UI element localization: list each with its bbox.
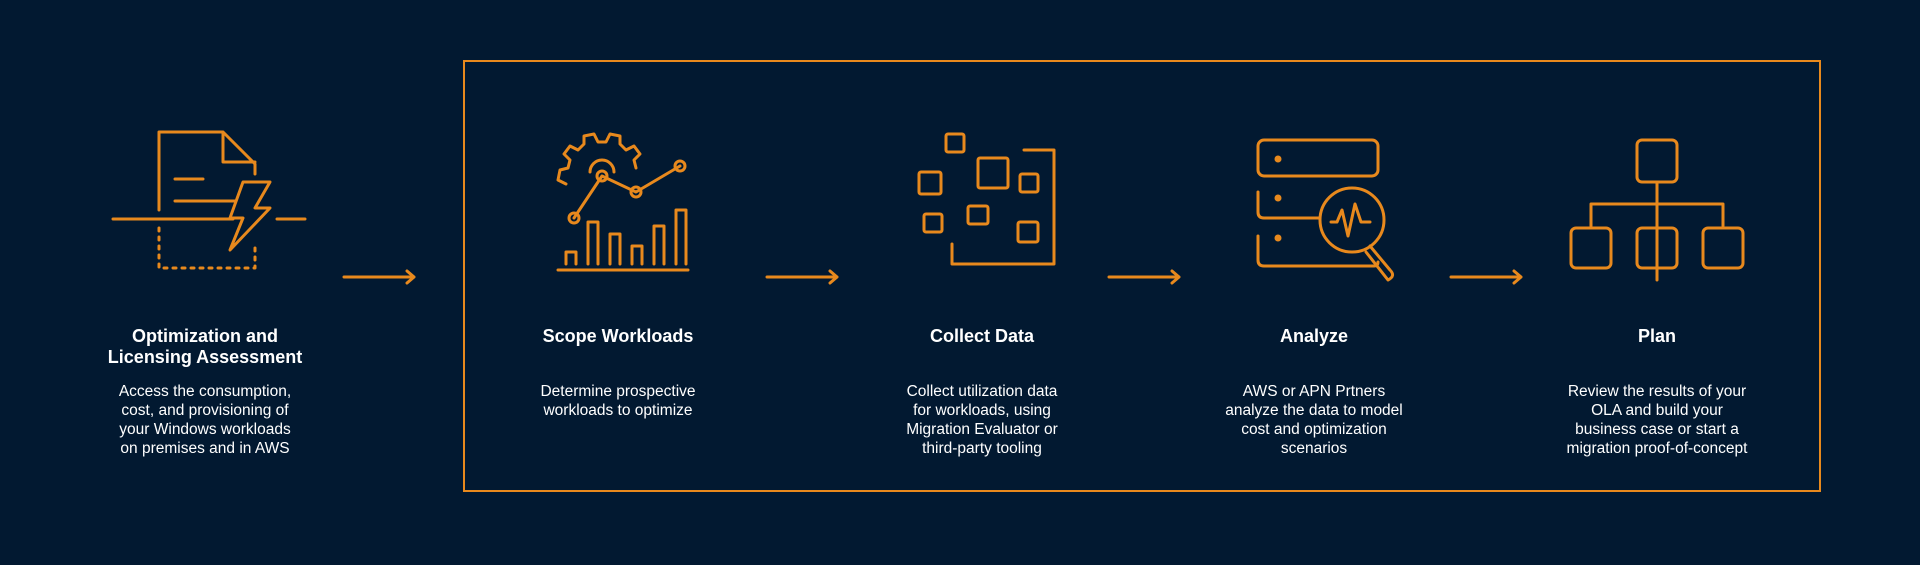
step-title: Plan <box>1637 326 1676 346</box>
step-title: Analyze <box>1279 326 1349 346</box>
server-magnifier-icon <box>1256 138 1395 282</box>
arrow-right-icon <box>342 269 416 285</box>
document-lightning-icon <box>111 130 307 270</box>
step-description: Access the consumption,cost, and provisi… <box>118 383 292 457</box>
scattered-squares-icon <box>917 132 1056 266</box>
step-title: Collect Data <box>929 326 1035 346</box>
step-title: Scope Workloads <box>542 326 694 346</box>
arrow-right-icon <box>1107 269 1181 285</box>
process-frame <box>463 60 1821 492</box>
arrow-right-icon <box>1449 269 1523 285</box>
arrow-right-icon <box>765 269 839 285</box>
hierarchy-icon <box>1569 138 1745 282</box>
gear-chart-icon <box>556 132 690 272</box>
